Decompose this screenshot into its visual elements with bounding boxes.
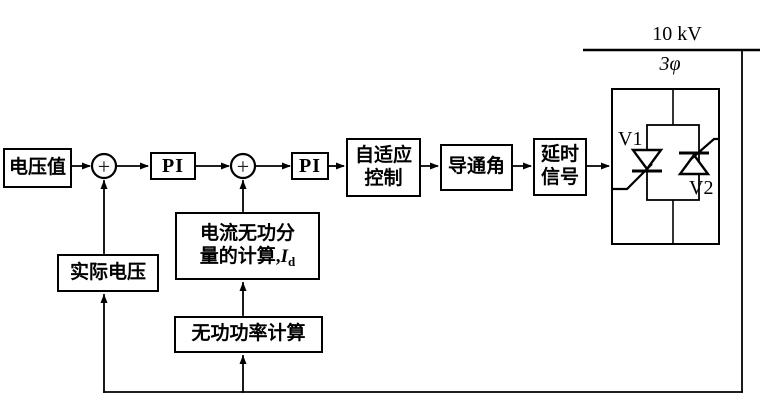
summing-junction-circles <box>90 152 257 180</box>
block-adaptive-control: 自适应 控制 <box>346 138 421 197</box>
block-reactive-power-calc-label: 无功功率计算 <box>191 323 306 345</box>
thyristor-valve-symbol <box>613 90 720 243</box>
block-adaptive-control-line2: 控制 <box>364 167 403 189</box>
sum-junction-2-sign: + <box>236 154 250 179</box>
block-pi-controller-2-label: PI <box>299 155 321 177</box>
block-reactive-current-calc-line1: 电流无功分 <box>199 222 295 244</box>
thyristor-valve-box <box>611 88 720 245</box>
reactive-current-line2-prefix: 量的计算, <box>199 245 281 267</box>
reactive-current-variable: I <box>280 245 288 267</box>
block-actual-voltage: 实际电压 <box>57 254 159 292</box>
block-voltage-setpoint-label: 电压值 <box>8 156 66 178</box>
block-conduction-angle-label: 导通角 <box>447 156 505 178</box>
bus-voltage-label: 10 kV <box>652 23 702 45</box>
block-delay-signal-line1: 延时 <box>540 144 579 166</box>
block-reactive-current-calc-line2: 量的计算,Id <box>200 246 295 270</box>
block-conduction-angle: 导通角 <box>440 144 513 191</box>
block-reactive-power-calc: 无功功率计算 <box>174 316 323 353</box>
block-pi-controller-1: PI <box>150 152 196 180</box>
thyristor-v1-symbol <box>613 148 664 191</box>
bus-phase-label: 3φ <box>659 53 681 75</box>
block-reactive-current-calc: 电流无功分 量的计算,Id <box>175 212 320 280</box>
block-delay-signal: 延时 信号 <box>533 138 587 196</box>
block-voltage-setpoint: 电压值 <box>3 148 72 188</box>
block-delay-signal-line2: 信号 <box>540 167 579 188</box>
block-adaptive-control-line1: 自适应 <box>354 144 412 166</box>
block-pi-controller-2: PI <box>291 152 329 180</box>
reactive-current-subscript: d <box>287 253 296 269</box>
feedback-lines <box>100 49 743 393</box>
thyristor-v1-label: V1 <box>618 128 643 150</box>
block-pi-controller-1-label: PI <box>162 155 184 177</box>
thyristor-v2-label: V2 <box>689 177 714 199</box>
block-actual-voltage-label: 实际电压 <box>69 261 146 283</box>
sum-junction-1-sign: + <box>97 154 111 179</box>
